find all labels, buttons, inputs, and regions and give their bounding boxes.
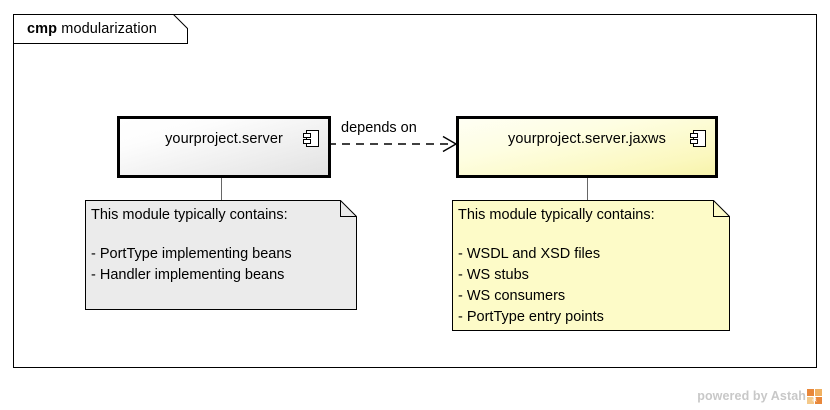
note-item: - WS consumers xyxy=(458,288,566,304)
note-item: - WS stubs xyxy=(458,267,529,283)
note-connector-right xyxy=(587,178,588,200)
note-yourproject-server[interactable]: This module typically contains: - PortTy… xyxy=(85,200,357,310)
note-item: - PortType implementing beans xyxy=(91,246,292,262)
astah-logo-icon: a xyxy=(807,389,822,404)
component-icon xyxy=(690,130,706,147)
component-name: yourproject.server xyxy=(165,131,283,147)
note-connector-left xyxy=(221,178,222,200)
component-name: yourproject.server.jaxws xyxy=(508,131,666,147)
note-heading: This module typically contains: xyxy=(91,207,288,223)
svg-text:a: a xyxy=(812,395,817,404)
dependency-arrow-shape xyxy=(328,135,458,153)
note-item: - WSDL and XSD files xyxy=(458,246,601,262)
note-body: This module typically contains: - PortTy… xyxy=(91,206,347,286)
note-shape xyxy=(452,200,730,331)
frame-name: modularization xyxy=(61,21,157,37)
note-item: - PortType entry points xyxy=(458,309,604,325)
note-item: - Handler implementing beans xyxy=(91,267,285,283)
note-yourproject-server-jaxws[interactable]: This module typically contains: - WSDL a… xyxy=(452,200,730,331)
note-spacer xyxy=(91,225,347,244)
note-shape xyxy=(85,200,357,310)
frame-label: cmp modularization xyxy=(27,20,157,38)
component-yourproject-server[interactable]: yourproject.server xyxy=(117,116,331,178)
frame-keyword: cmp xyxy=(27,21,58,37)
frame-label-tab-shape xyxy=(13,14,188,44)
dependency-arrow[interactable] xyxy=(328,131,462,157)
watermark-text: powered by Astah xyxy=(697,388,806,403)
note-spacer xyxy=(458,225,720,244)
note-body: This module typically contains: - WSDL a… xyxy=(458,206,720,328)
component-yourproject-server-jaxws[interactable]: yourproject.server.jaxws xyxy=(456,116,718,178)
watermark: powered by Astah a xyxy=(697,388,822,404)
component-icon xyxy=(303,130,319,147)
dependency-label: depends on xyxy=(341,120,417,136)
frame-label-tab xyxy=(13,14,188,44)
note-heading: This module typically contains: xyxy=(458,207,655,223)
